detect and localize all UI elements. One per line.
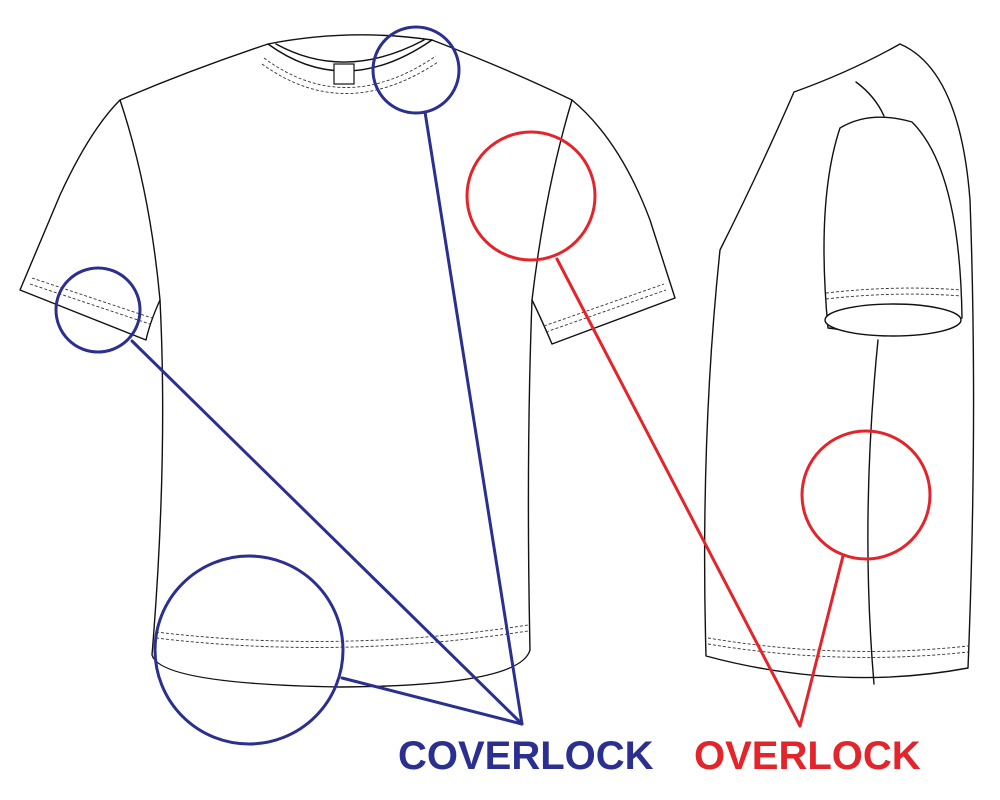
front-left-sleeve-hem-stitch-1 (31, 277, 153, 319)
front-bottom-hem-stitch-2 (155, 630, 529, 648)
coverlock-leader-bottom-hem (340, 676, 524, 726)
overlock-callout-armhole (465, 130, 597, 262)
coverlock-leader-collar (423, 110, 524, 726)
front-collar-stitch-1 (263, 55, 437, 88)
overlock-label: OVERLOCK (694, 734, 921, 778)
side-shoulder-seam (855, 81, 885, 117)
neck-label-tag (333, 63, 355, 85)
front-collar-stitch-2 (261, 61, 439, 94)
overlock-callout-side-seam (800, 429, 932, 561)
side-bottom-hem-stitch-1 (707, 637, 969, 652)
coverlock-callout-sleeve-hem (54, 266, 142, 354)
coverlock-label: COVERLOCK (398, 734, 654, 778)
front-left-sleeve-hem-stitch-2 (29, 283, 151, 325)
side-sleeve-opening (824, 303, 962, 337)
front-collar-inner (275, 39, 425, 63)
front-left-armhole-seam (119, 99, 161, 301)
overlock-leader-armhole (555, 257, 802, 728)
front-bottom-hem-stitch-1 (155, 624, 529, 642)
side-sleeve-hem-stitch-1 (825, 287, 963, 294)
tshirt-front-view (19, 34, 676, 688)
side-sleeve-hem-stitch-2 (825, 293, 963, 300)
front-right-sleeve-hem-stitch-2 (545, 289, 667, 333)
front-right-sleeve-hem-stitch-1 (543, 283, 665, 327)
side-seam (867, 339, 879, 685)
side-bottom-hem-stitch-2 (707, 643, 969, 658)
coverlock-callouts (54, 25, 524, 746)
coverlock-callout-collar (371, 25, 461, 115)
coverlock-callout-bottom-hem (153, 554, 345, 746)
front-body-outline (19, 34, 676, 688)
overlock-leader-side-seam (798, 554, 845, 728)
coverlock-leader-sleeve-hem (130, 339, 524, 726)
front-right-armhole-seam (531, 99, 573, 301)
tshirt-side-view (703, 43, 975, 685)
overlock-callouts (465, 130, 932, 728)
